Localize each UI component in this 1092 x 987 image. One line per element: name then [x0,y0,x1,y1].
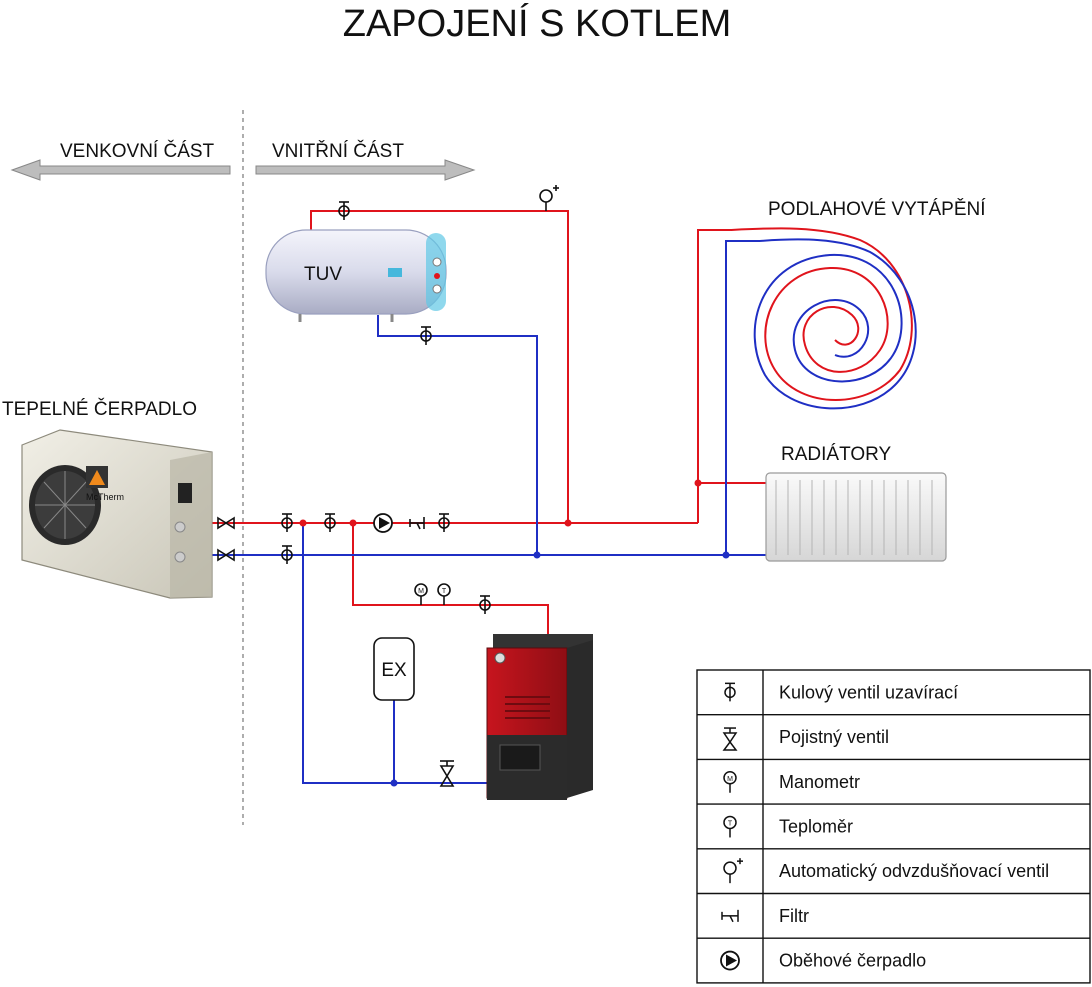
legend-row: T Teploměr [723,815,853,838]
legend-label: Teploměr [779,816,853,836]
legend-row: Automatický odvzdušňovací ventil [723,858,1049,884]
manometer-icon: M [723,771,737,793]
boiler [486,634,593,800]
pipe-couplings [217,516,235,562]
pipe-junctions [299,479,730,787]
svg-text:M: M [727,776,733,783]
page-title: ZAPOJENÍ S KOTLEM [343,2,732,45]
tank-label: TUV [304,264,342,285]
legend-row: Filtr [721,906,809,926]
air-vent-icon [723,858,743,884]
thermometer-icon: T [437,583,451,605]
safety-valve-icon [439,760,455,787]
heat-pump-label: TEPELNÉ ČERPADLO [2,398,197,420]
legend-row: Oběhové čerpadlo [720,950,926,971]
indoor-arrow [255,159,476,181]
ball-valve-icon [338,201,350,220]
ball-valve-icon [324,513,336,532]
filter-icon [721,909,739,923]
floor-heating-spiral [729,227,917,410]
heat-pump-unit [21,429,213,599]
legend-label: Automatický odvzdušňovací ventil [779,861,1049,881]
expansion-label: EX [381,660,407,681]
ball-valve-icon [281,513,293,532]
legend-label: Oběhové čerpadlo [779,951,926,971]
pump-icon [373,513,393,533]
legend-row: Kulový ventil uzavírací [724,682,958,702]
radiator [765,472,947,562]
pump-icon [720,950,740,971]
heat-pump-brand: McTherm [86,492,124,502]
manometer-icon: M [414,583,428,605]
ball-valve-icon [479,595,491,614]
radiators-label: RADIÁTORY [781,444,891,465]
legend-row: Pojistný ventil [722,727,889,751]
return-pipes [195,240,770,784]
outdoor-arrow [10,159,231,181]
indoor-label: VNITŘNÍ ČÁST [272,140,404,162]
legend-row: M Manometr [723,771,860,793]
legend-label: Manometr [779,772,860,792]
ball-valve-icon [420,326,432,345]
floor-heating-label: PODLAHOVÉ VYTÁPĚNÍ [768,198,986,220]
expansion-vessel [373,637,415,701]
legend-label: Kulový ventil uzavírací [779,682,958,702]
ball-valve-icon [724,682,736,702]
svg-text:M: M [418,588,424,595]
legend-label: Filtr [779,906,809,926]
air-vent-icon [539,185,559,211]
svg-text:T: T [728,820,733,827]
dhw-tank [265,229,447,322]
outdoor-label: VENKOVNÍ ČÁST [60,140,215,162]
thermometer-icon: T [723,815,737,838]
supply-pipes [195,210,770,636]
legend-label: Pojistný ventil [779,727,889,747]
svg-text:T: T [442,588,447,595]
safety-valve-icon [722,727,738,751]
ball-valve-icon [281,545,293,564]
filter-icon [409,517,425,530]
ball-valve-icon [438,513,450,532]
